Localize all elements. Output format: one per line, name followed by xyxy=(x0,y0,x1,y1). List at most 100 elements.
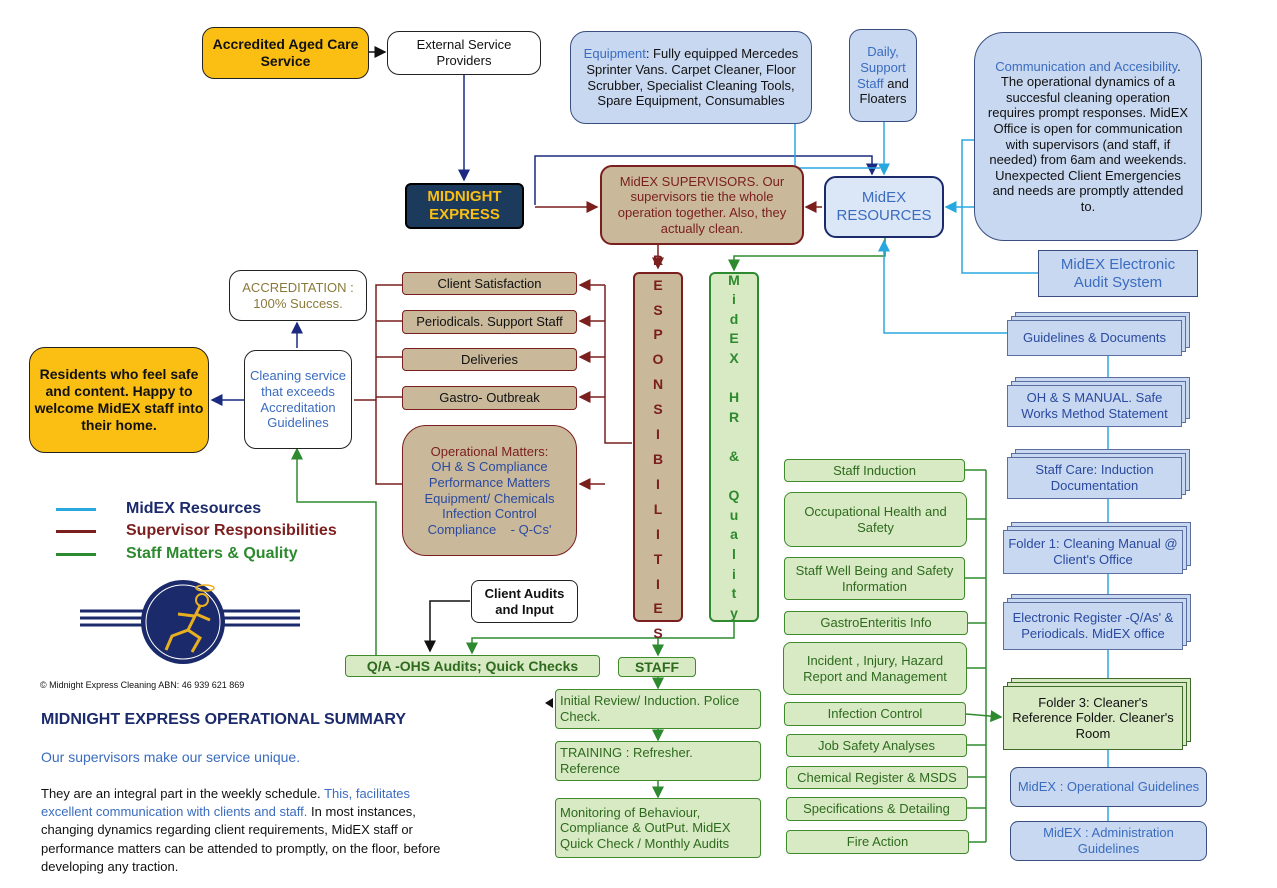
staff-item-label: Staff Induction xyxy=(833,462,916,478)
legend-label: Staff Matters & Quality xyxy=(126,545,298,562)
midnight-label: MIDNIGHT EXPRESS xyxy=(427,188,502,223)
column-letter: S xyxy=(653,301,663,318)
equipment-box: Equipment: Fully equipped Mercedes Sprin… xyxy=(570,31,812,124)
column-letter: N xyxy=(652,376,664,393)
cleaning-service-box: Cleaning service that exceeds Accreditat… xyxy=(244,350,352,449)
column-letter: t xyxy=(731,585,737,602)
accredited-aged-care-box: Accredited Aged Care Service xyxy=(202,27,369,79)
accreditation-box: ACCREDITATION : 100% Success. xyxy=(229,270,367,321)
column-letter: & xyxy=(728,448,740,464)
external-providers-box: External Service Providers xyxy=(387,31,541,75)
staff-step-monitoring: Monitoring of Behaviour, Compliance & Ou… xyxy=(555,798,761,858)
column-letter: O xyxy=(652,351,664,368)
column-letter: l xyxy=(732,545,736,562)
column-letter: H xyxy=(728,389,740,406)
midnight-express-box: MIDNIGHT EXPRESS xyxy=(405,183,524,229)
staff-step-label: Monitoring of Behaviour, Compliance & Ou… xyxy=(560,804,731,851)
resources-label: MidEX RESOURCES xyxy=(836,189,932,224)
audit-system-box: MidEX Electronic Audit System xyxy=(1038,250,1198,297)
column-letter: u xyxy=(729,506,739,523)
external-label: External Service Providers xyxy=(416,37,512,68)
copyright-text: © Midnight Express Cleaning ABN: 46 939 … xyxy=(40,680,245,690)
supervisor-item-label: Deliveries xyxy=(460,351,519,367)
supervisor-item-deliveries: Deliveries xyxy=(402,348,577,371)
legend-staff: Staff Matters & Quality xyxy=(56,545,298,563)
daily-title: Daily, Support Staff xyxy=(857,44,906,91)
doc-electronic-register: Electronic Register -Q/As' & Periodicals… xyxy=(1003,602,1183,650)
doc-folder-3: Folder 3: Cleaner's Reference Folder. Cl… xyxy=(1003,686,1183,750)
staff-item-label: Infection Control xyxy=(827,706,923,722)
doc-label: MidEX : Operational Guidelines xyxy=(1017,779,1200,795)
residents-label: Residents who feel safe and content. Hap… xyxy=(34,366,204,433)
supervisor-item-label: Gastro- Outbreak xyxy=(439,390,540,406)
doc-label: Staff Care: Induction Documentation xyxy=(1035,462,1154,493)
doc-folder-1: Folder 1: Cleaning Manual @ Client's Off… xyxy=(1003,530,1183,574)
column-letter: M xyxy=(728,271,740,288)
column-letter: L xyxy=(653,500,663,517)
staff-item-label: GastroEnteritis Info xyxy=(820,615,932,631)
column-letter: i xyxy=(732,565,736,582)
staff-item-wellbeing: Staff Well Being and Safety Information xyxy=(784,557,965,600)
staff-item-jsa: Job Safety Analyses xyxy=(786,734,967,757)
staff-step-label: TRAINING : Refresher. Reference xyxy=(560,745,693,776)
qa-label: Q/A -OHS Audits; Quick Checks xyxy=(366,657,579,674)
supervisors-box: MidEX SUPERVISORS. Our supervisors tie t… xyxy=(600,165,804,245)
column-letter: X xyxy=(729,350,739,367)
operational-line: OH & S Compliance xyxy=(431,459,548,475)
column-letter: S xyxy=(653,625,663,642)
legend-swatch xyxy=(56,552,96,556)
doc-label: OH & S MANUAL. Safe Works Method Stateme… xyxy=(1021,390,1168,421)
column-letter: i xyxy=(732,291,736,308)
column-letter: R xyxy=(652,251,664,268)
operational-line: Compliance - Q-Cs' xyxy=(427,521,552,537)
midnight-express-logo xyxy=(80,580,300,664)
column-letter: I xyxy=(656,426,660,443)
qa-audits-box: Q/A -OHS Audits; Quick Checks xyxy=(345,655,600,677)
staff-item-induction: Staff Induction xyxy=(784,459,965,482)
legend-swatch xyxy=(56,507,96,511)
daily-support-box: Daily, Support Staff and Floaters xyxy=(849,29,917,122)
column-letter: y xyxy=(730,604,738,621)
legend-supervisor: Supervisor Responsibilities xyxy=(56,522,337,540)
staff-item-incident: Incident , Injury, Hazard Report and Man… xyxy=(783,642,967,695)
supervisor-item-label: Client Satisfaction xyxy=(437,275,542,291)
operational-line: Equipment/ Chemicals xyxy=(424,490,555,506)
cleaning-service-label: Cleaning service that exceeds Accreditat… xyxy=(249,368,347,431)
legend-resources: MidEX Resources xyxy=(56,500,261,518)
column-letter: a xyxy=(730,526,738,543)
staff-step-training: TRAINING : Refresher. Reference xyxy=(555,741,761,781)
column-letter: T xyxy=(653,550,663,567)
legend-swatch xyxy=(56,529,96,533)
summary-p3: In most instances, changing dynamics reg… xyxy=(41,804,441,874)
staff-item-label: Chemical Register & MSDS xyxy=(797,769,957,785)
staff-item-label: Job Safety Analyses xyxy=(817,737,936,753)
doc-staff-care: Staff Care: Induction Documentation xyxy=(1007,457,1182,499)
equipment-title: Equipment xyxy=(583,46,646,62)
legend-label: MidEX Resources xyxy=(126,500,262,517)
column-letter: R xyxy=(728,408,740,425)
operational-title: Operational Matters: xyxy=(430,443,549,459)
doc-admin-guidelines: MidEX : Administration Guidelines xyxy=(1010,821,1207,861)
staff-item-label: Staff Well Being and Safety Information xyxy=(795,562,954,594)
supervisor-item-client-satisfaction: Client Satisfaction xyxy=(402,272,577,295)
column-letter: I xyxy=(656,475,660,492)
staff-step-label: Initial Review/ Induction. Police Check. xyxy=(560,693,740,724)
doc-label: Folder 1: Cleaning Manual @ Client's Off… xyxy=(1008,536,1178,567)
staff-box: STAFF xyxy=(618,657,696,677)
supervisor-item-gastro: Gastro- Outbreak xyxy=(402,386,577,410)
supervisor-item-label: Periodicals. Support Staff xyxy=(416,314,563,330)
legend-label: Supervisor Responsibilities xyxy=(126,522,337,539)
audit-system-label: MidEX Electronic Audit System xyxy=(1060,255,1176,291)
doc-guidelines: Guidelines & Documents xyxy=(1007,320,1182,356)
accreditation-label: ACCREDITATION : 100% Success. xyxy=(242,279,354,311)
communication-box: Communication and Accesibility. The oper… xyxy=(974,32,1202,241)
doc-operational-guidelines: MidEX : Operational Guidelines xyxy=(1010,767,1207,807)
column-letter: E xyxy=(653,276,663,293)
staff-item-gastro: GastroEnteritis Info xyxy=(784,611,968,635)
equipment-text: : Fully equipped Mercedes Sprinter Vans.… xyxy=(586,46,799,109)
staff-item-label: Fire Action xyxy=(846,834,909,850)
doc-label: Folder 3: Cleaner's Reference Folder. Cl… xyxy=(1012,694,1174,741)
staff-item-fire: Fire Action xyxy=(786,830,969,854)
